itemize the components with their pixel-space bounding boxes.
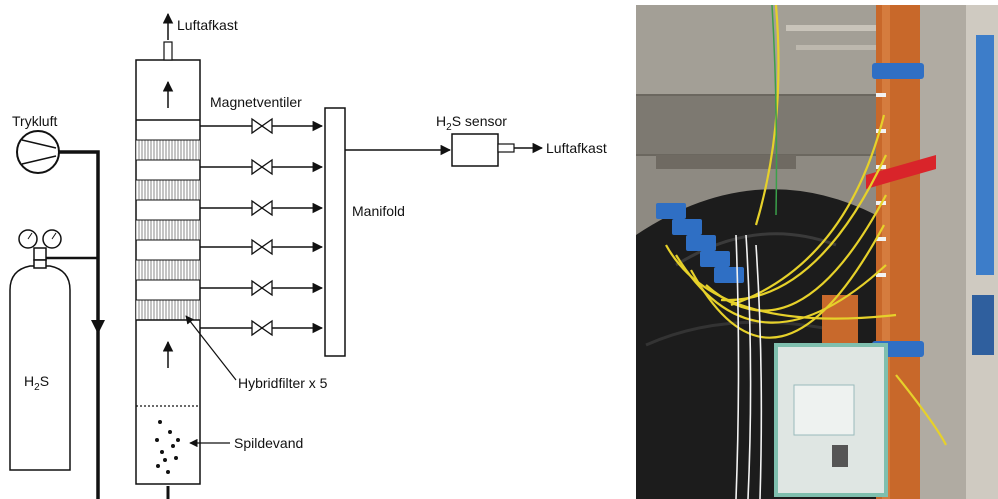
hybridfilter-label: Hybridfilter x 5 (238, 375, 328, 391)
hybrid-filter-layer (136, 260, 200, 280)
solenoid-valve-icon (252, 119, 272, 133)
sample-line (200, 160, 322, 174)
sample-line (200, 201, 322, 215)
solenoid-valve-icon (252, 201, 272, 215)
solenoid-valve-icon (252, 321, 272, 335)
sample-line (200, 321, 322, 335)
sample-line (200, 119, 322, 133)
spildevand-label: Spildevand (234, 435, 303, 451)
installation-photo (636, 5, 998, 499)
filter-column (136, 14, 200, 499)
sample-line (200, 281, 322, 295)
flow-arrow-down (91, 320, 105, 334)
h2s-gas-cylinder (10, 230, 98, 470)
pipe-clamp (872, 63, 924, 79)
luftafkast-top-label: Luftafkast (177, 17, 238, 33)
solenoid-valve-icon (252, 281, 272, 295)
hybrid-filter-layer (136, 180, 200, 200)
trykluft-label: Trykluft (12, 113, 57, 129)
hybrid-filter-layer (136, 220, 200, 240)
manifold-block (325, 108, 345, 356)
solenoid-valve-icon (252, 240, 272, 254)
magnetventiler-label: Magnetventiler (210, 94, 302, 110)
hybrid-filter-layer (136, 140, 200, 160)
h2s-sensor-box (452, 134, 498, 166)
h2s-sensor-label: H2S sensor (436, 113, 507, 133)
sample-line (200, 240, 322, 254)
schematic-diagram: Luftafkast Magnetventiler Trykluft H2S s… (0, 0, 640, 499)
hybrid-filter-layer (136, 300, 200, 320)
compressor-symbol (17, 131, 59, 173)
manifold-label: Manifold (352, 203, 405, 219)
solenoid-valve-icon (252, 160, 272, 174)
luftafkast-right-label: Luftafkast (546, 140, 607, 156)
sample-lines (200, 119, 322, 335)
